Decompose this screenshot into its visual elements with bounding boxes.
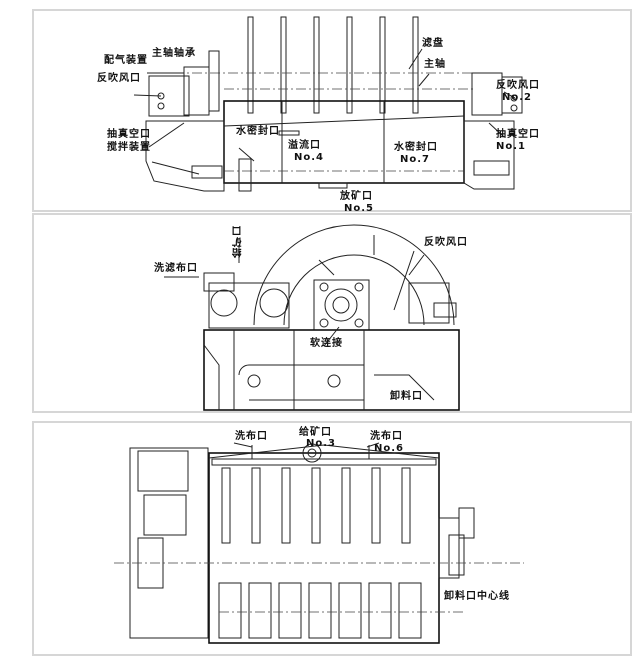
agitator-label: 搅拌装置 bbox=[107, 142, 151, 153]
vacuum-left-label: 抽真空口 bbox=[107, 129, 151, 140]
side-view-panel: 给矿口 洗滤布口 反吹风口 软连接 卸料口 bbox=[32, 213, 632, 413]
water-seal-left-label: 水密封口 bbox=[236, 126, 280, 137]
overflow-number: No.4 bbox=[294, 152, 324, 163]
vacuum-right-label: 抽真空口 bbox=[496, 129, 540, 140]
blowback-label: 反吹风口 bbox=[424, 237, 468, 248]
main-bearing-label: 主轴轴承 bbox=[152, 48, 196, 59]
feed-label: 给矿口 bbox=[299, 427, 332, 438]
vacuum-right-number: No.1 bbox=[496, 141, 526, 152]
top-view-panel: 洗布口 给矿口 No.3 洗布口 No.6 卸料口中心线 bbox=[32, 421, 632, 656]
discharge-label: 放矿口 bbox=[340, 191, 373, 202]
front-view-panel: 配气装置 主轴轴承 反吹风口 抽真空口 搅拌装置 水密封口 溢流口 No.4 水… bbox=[32, 9, 632, 214]
side-view-drawing bbox=[164, 224, 460, 411]
wash-right-label: 洗布口 bbox=[370, 431, 403, 442]
water-seal-right-number: No.7 bbox=[400, 154, 430, 165]
filter-disc-label: 滤盘 bbox=[422, 38, 444, 49]
discharge-number: No.5 bbox=[344, 203, 374, 214]
unload-centerline-label: 卸料口中心线 bbox=[444, 591, 510, 602]
soft-connection-label: 软连接 bbox=[310, 338, 343, 349]
filter-disc-rods bbox=[247, 16, 419, 114]
main-shaft-label: 主轴 bbox=[424, 59, 446, 70]
top-view-drawing bbox=[114, 442, 524, 644]
blowback-right-number: No.2 bbox=[502, 92, 532, 103]
feed-inlet-label: 给矿口 bbox=[233, 225, 244, 258]
wash-cloth-label: 洗滤布口 bbox=[154, 263, 198, 274]
overflow-label: 溢流口 bbox=[288, 140, 321, 151]
feed-number: No.3 bbox=[306, 438, 336, 449]
front-view-drawing bbox=[133, 16, 523, 192]
unloading-label: 卸料口 bbox=[390, 391, 423, 402]
disc-slots bbox=[218, 467, 422, 639]
blowback-left-label: 反吹风口 bbox=[97, 73, 141, 84]
water-seal-right-label: 水密封口 bbox=[394, 142, 438, 153]
gas-distributor-label: 配气装置 bbox=[104, 55, 148, 66]
blowback-right-label: 反吹风口 bbox=[496, 80, 540, 91]
wash-right-number: No.6 bbox=[374, 443, 404, 454]
wash-left-label: 洗布口 bbox=[235, 431, 268, 442]
